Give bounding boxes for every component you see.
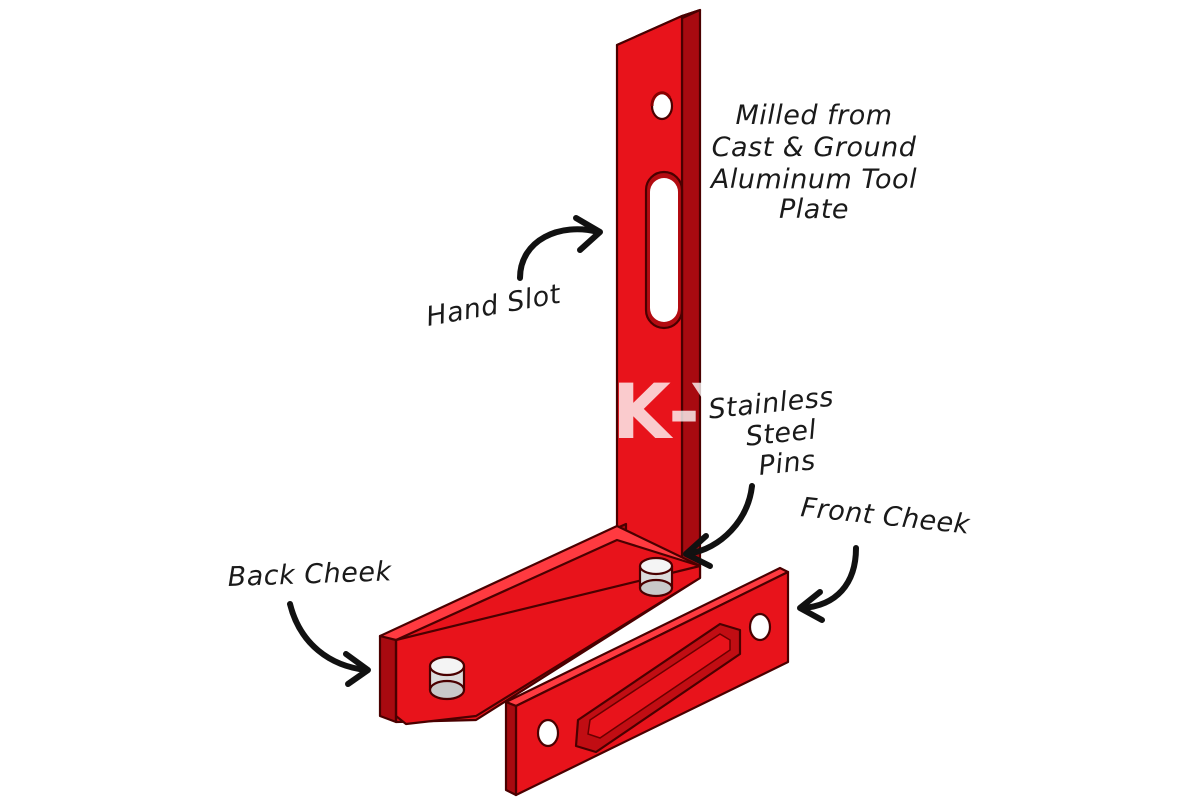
front-cheek-hole-right [748,612,772,642]
callout-material-line-4: Plate [779,194,849,225]
callout-front-cheek-label: Front Cheek [799,492,972,541]
watermark: KINEX » K-YZT [300,367,867,456]
callout-material-line-3: Aluminum Tool [709,164,917,195]
callout-hand-slot-label: Hand Slot [424,279,564,333]
callout-back-cheek-label: Back Cheek [227,556,393,593]
square-blade [615,8,702,600]
front-cheek-arrow [799,545,859,611]
callout-back-cheek: Back Cheek [227,556,393,687]
hand-slot [644,170,684,330]
front-cheek-recess [574,622,742,754]
blade-pin [638,556,674,598]
front-cheek-end-face [504,700,518,797]
back-cheek-pin [428,655,466,701]
callout-pins-line-2: Steel [744,414,818,452]
watermark-right: K-YZT [612,367,867,456]
callout-front-cheek: Front Cheek [797,492,972,623]
callout-material-line-2: Cast & Ground [712,132,917,163]
front-cheek [504,566,790,797]
blade-side-face [680,8,702,575]
callout-pins: Stainless Steel Pins [683,382,835,569]
front-cheek-hole-left [536,718,560,748]
callout-hand-slot: Hand Slot [424,215,603,333]
back-cheek [378,524,702,726]
watermark-chevrons: » [530,367,583,456]
pins-arrow [685,483,755,557]
back-cheek-end-face [378,634,398,724]
callout-material: Milled from Cast & Ground Aluminum Tool … [709,100,917,225]
callout-pins-line-3: Pins [757,445,817,482]
watermark-left: KINEX [300,367,581,456]
callout-material-line-1: Milled from [735,100,892,131]
hand-slot-arrow [517,226,601,281]
back-cheek-arrow [287,601,369,673]
